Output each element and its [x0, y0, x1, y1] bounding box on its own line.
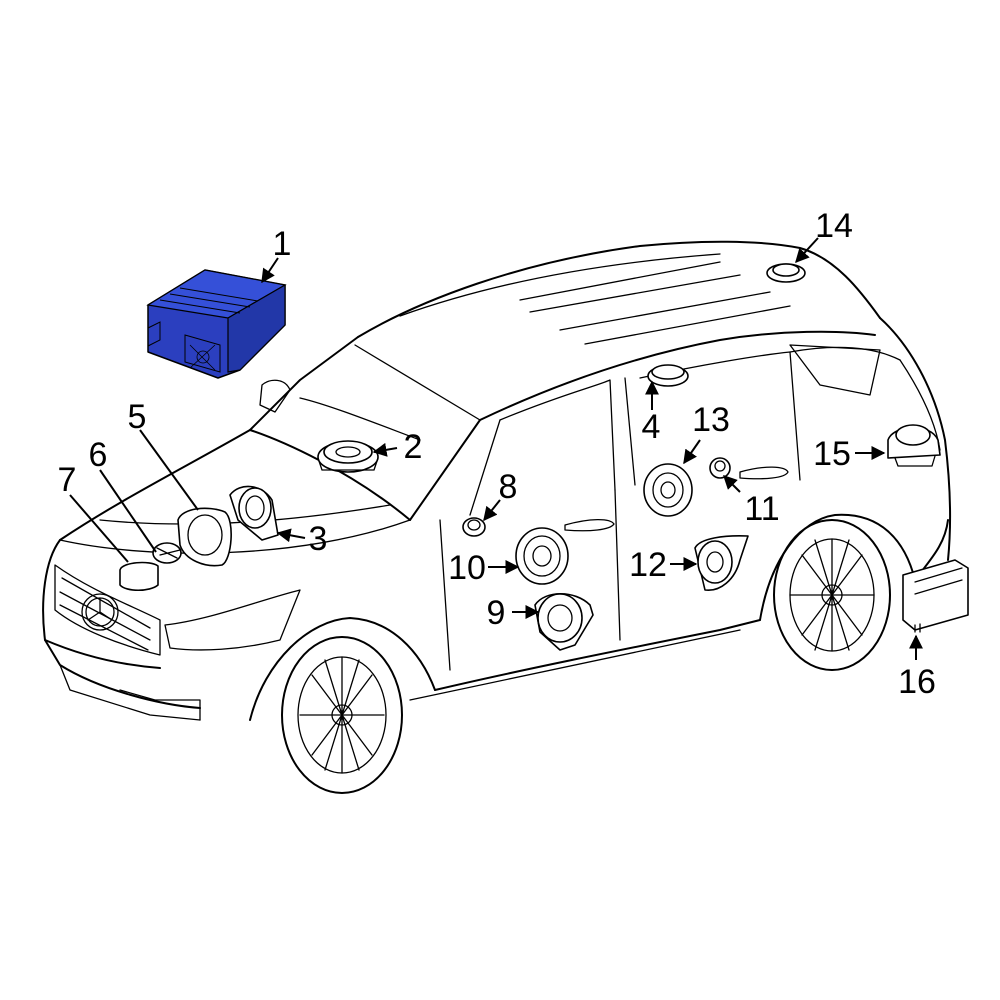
part-10-door-speaker[interactable]	[515, 527, 569, 585]
part-5-speaker-ring[interactable]	[177, 507, 232, 567]
part-2-speaker[interactable]	[317, 440, 379, 473]
callout-1[interactable]: 1	[273, 225, 292, 263]
vehicle-body	[42, 240, 952, 794]
callout-labels: 1 2 3 4 5 6 7 8 9 10 11 12 13 14 15 16	[58, 207, 936, 701]
part-7-sensor[interactable]	[119, 561, 159, 592]
part-6-speaker[interactable]	[152, 542, 182, 564]
callout-7[interactable]: 7	[58, 461, 77, 499]
callout-3[interactable]: 3	[309, 520, 328, 558]
part-3-tweeter[interactable]	[229, 485, 279, 541]
callout-4[interactable]: 4	[642, 408, 661, 446]
part-12-rear-door-speaker[interactable]	[694, 535, 749, 591]
callout-2[interactable]: 2	[404, 428, 423, 466]
part-4-roof-speaker[interactable]	[647, 364, 689, 387]
callout-13[interactable]: 13	[692, 401, 730, 439]
part-15-subwoofer[interactable]	[887, 424, 941, 467]
part-16-control-module[interactable]	[902, 559, 969, 633]
callout-11[interactable]: 11	[744, 490, 779, 528]
callout-14[interactable]: 14	[815, 207, 853, 245]
callout-5[interactable]: 5	[128, 398, 147, 436]
callout-leaders	[69, 237, 923, 660]
part-14-roof-speaker[interactable]	[766, 263, 806, 283]
callout-6[interactable]: 6	[89, 436, 108, 474]
front-wheel	[281, 636, 403, 794]
part-1-amplifier[interactable]	[146, 269, 287, 379]
callout-15[interactable]: 15	[813, 435, 851, 473]
callout-8[interactable]: 8	[499, 468, 518, 506]
part-13-rear-door-speaker[interactable]	[643, 463, 693, 517]
callout-12[interactable]: 12	[629, 546, 667, 584]
rear-wheel	[773, 519, 891, 671]
part-9-door-speaker[interactable]	[534, 593, 594, 651]
emblem-icon	[81, 593, 119, 631]
callout-16[interactable]: 16	[898, 663, 936, 701]
callout-10[interactable]: 10	[448, 549, 486, 587]
callout-9[interactable]: 9	[487, 594, 506, 632]
part-8-tweeter[interactable]	[462, 517, 486, 537]
part-11-tweeter[interactable]	[709, 457, 731, 479]
